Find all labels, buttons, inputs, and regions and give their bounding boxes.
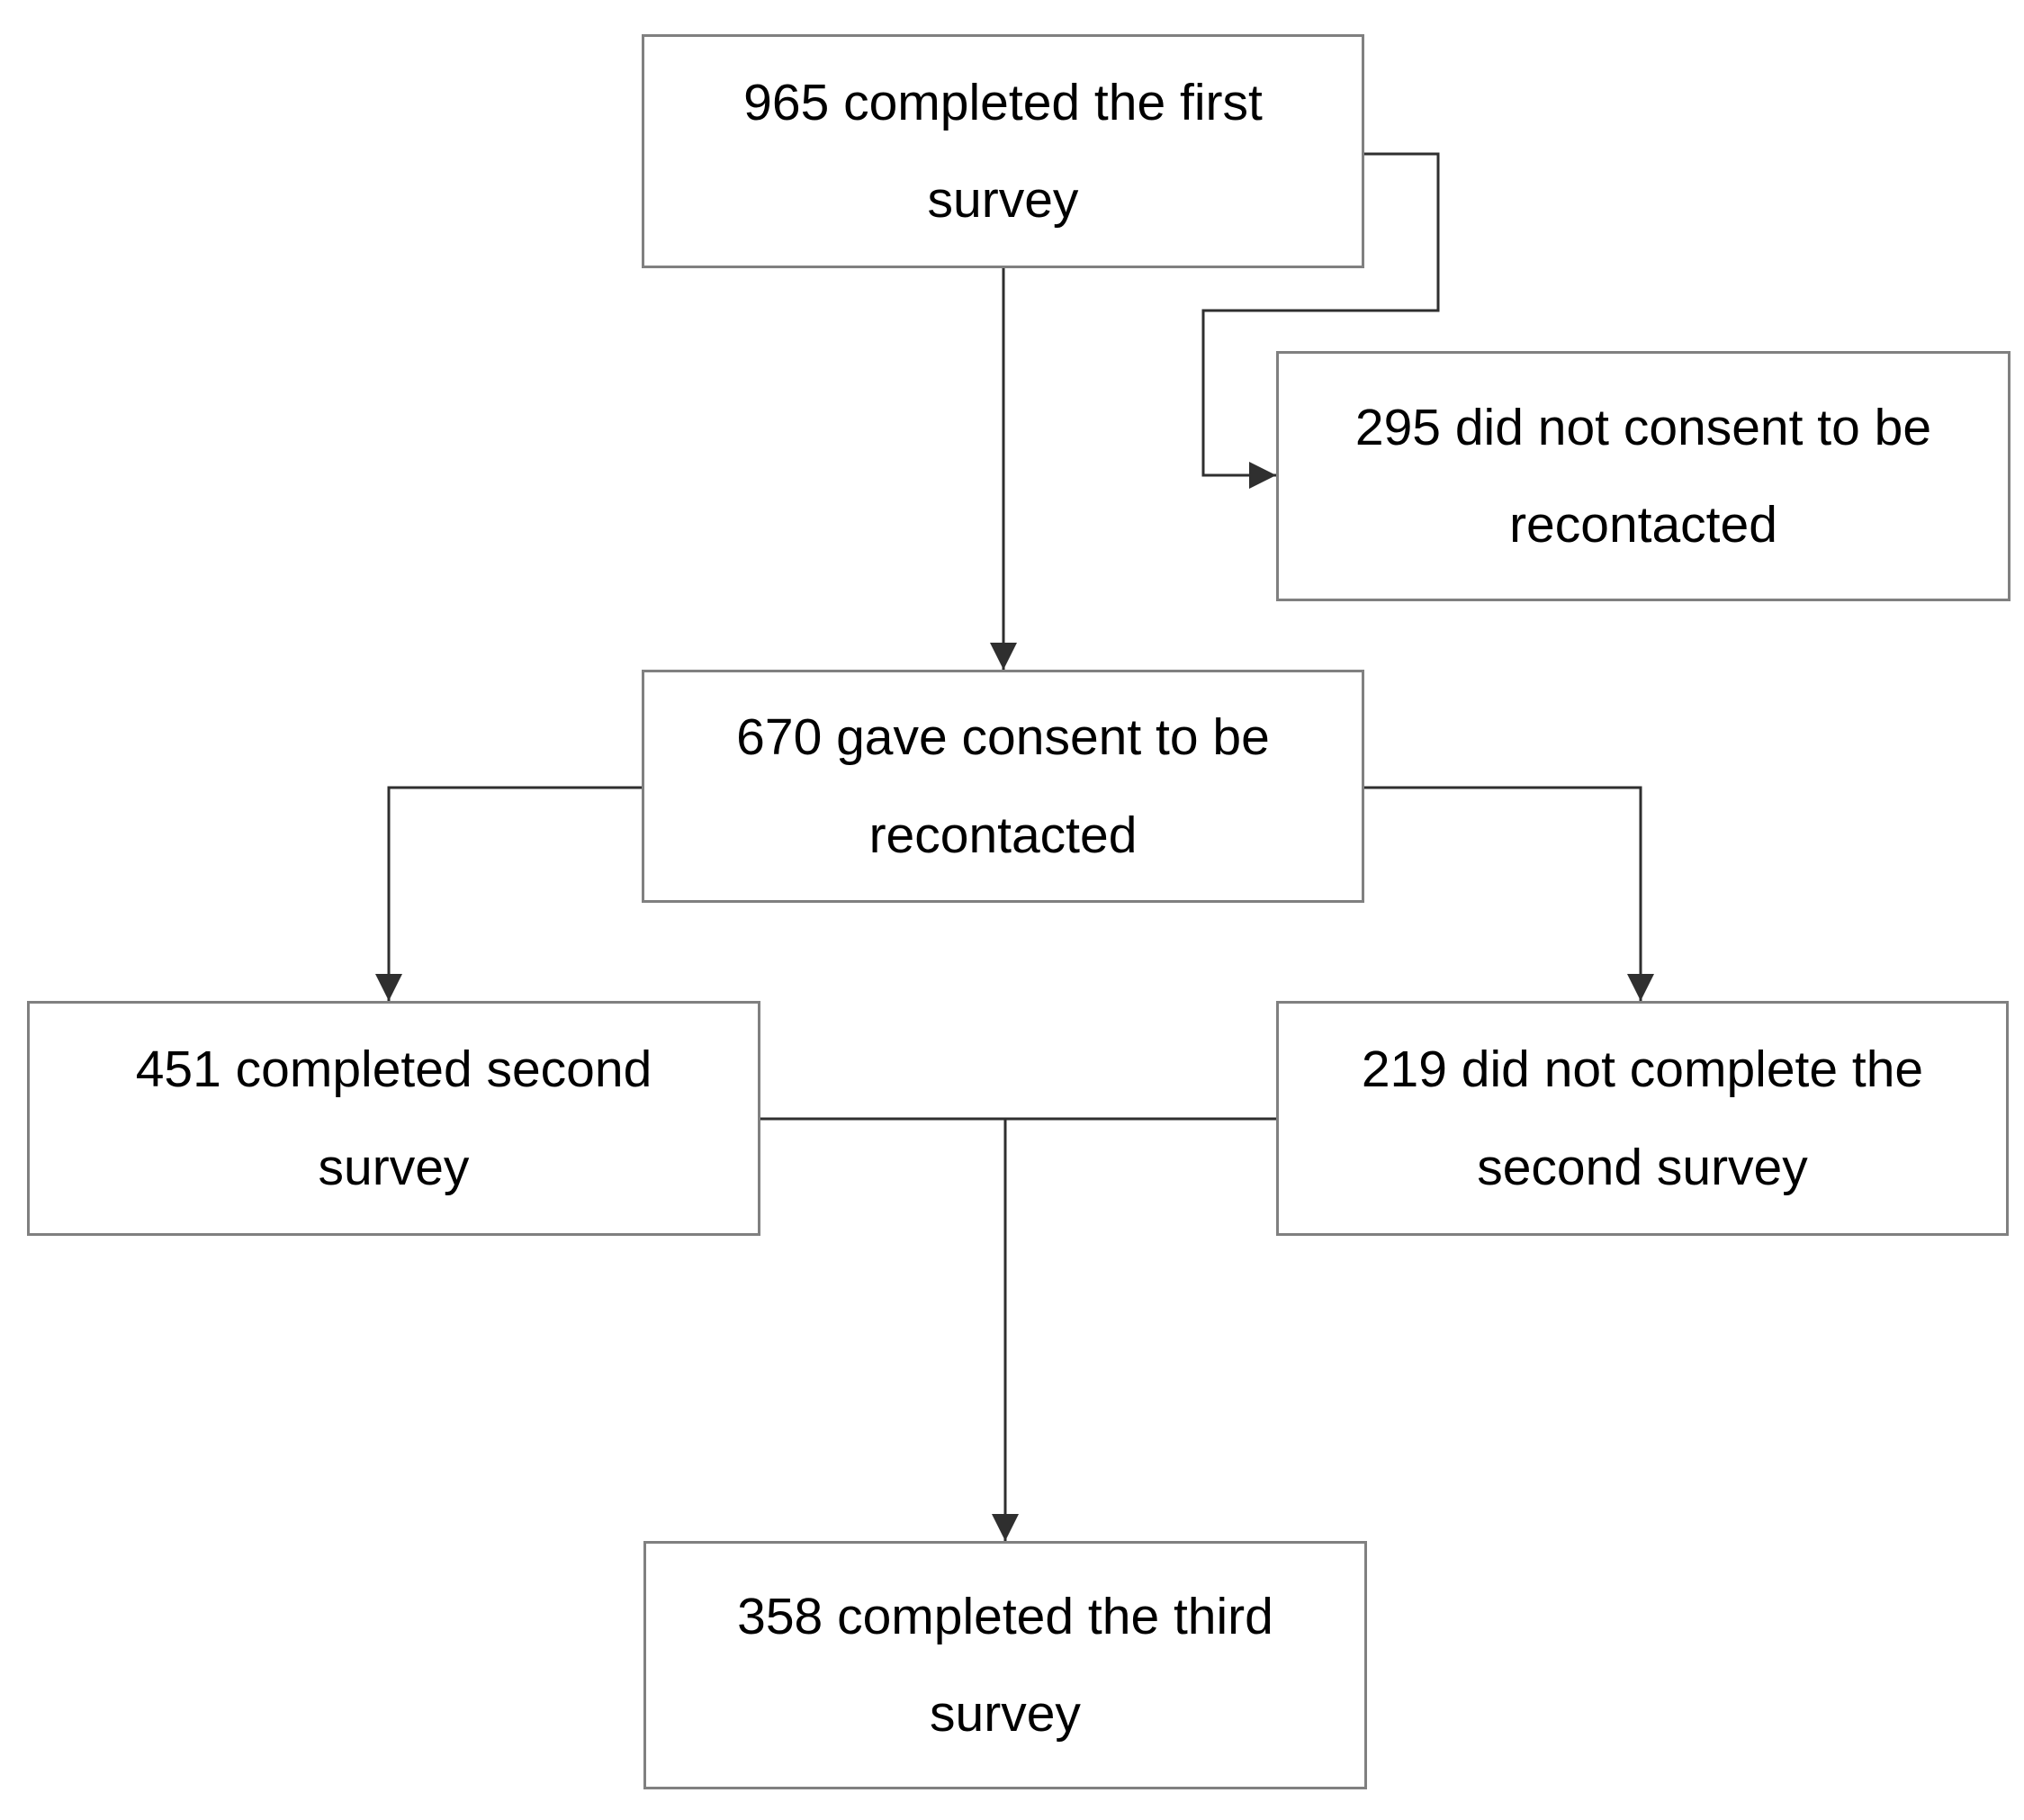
node-no-recontact-consent-label: 295 did not consent to be recontacted	[1354, 398, 1932, 554]
arrow-consent-to-no-second	[1364, 786, 1654, 1001]
node-second-survey-missed: 219 did not complete the second survey	[1276, 1001, 2009, 1236]
node-third-survey-completed-label: 358 completed the third survey	[737, 1587, 1273, 1743]
node-second-survey-missed-label: 219 did not complete the second survey	[1361, 1041, 1924, 1196]
node-second-survey-completed-label: 451 completed second survey	[135, 1041, 652, 1196]
node-third-survey-completed: 358 completed the third survey	[643, 1541, 1367, 1789]
node-first-survey-label: 965 completed the first survey	[743, 73, 1263, 229]
arrow-first-to-no-consent	[1201, 152, 1440, 489]
node-recontact-consent: 670 gave consent to be recontacted	[642, 670, 1364, 903]
node-second-survey-completed: 451 completed second survey	[27, 1001, 760, 1236]
node-first-survey: 965 completed the first survey	[642, 34, 1364, 268]
arrow-consent-to-second	[375, 786, 642, 1001]
node-recontact-consent-label: 670 gave consent to be recontacted	[736, 708, 1270, 864]
node-no-recontact-consent: 295 did not consent to be recontacted	[1276, 351, 2011, 601]
